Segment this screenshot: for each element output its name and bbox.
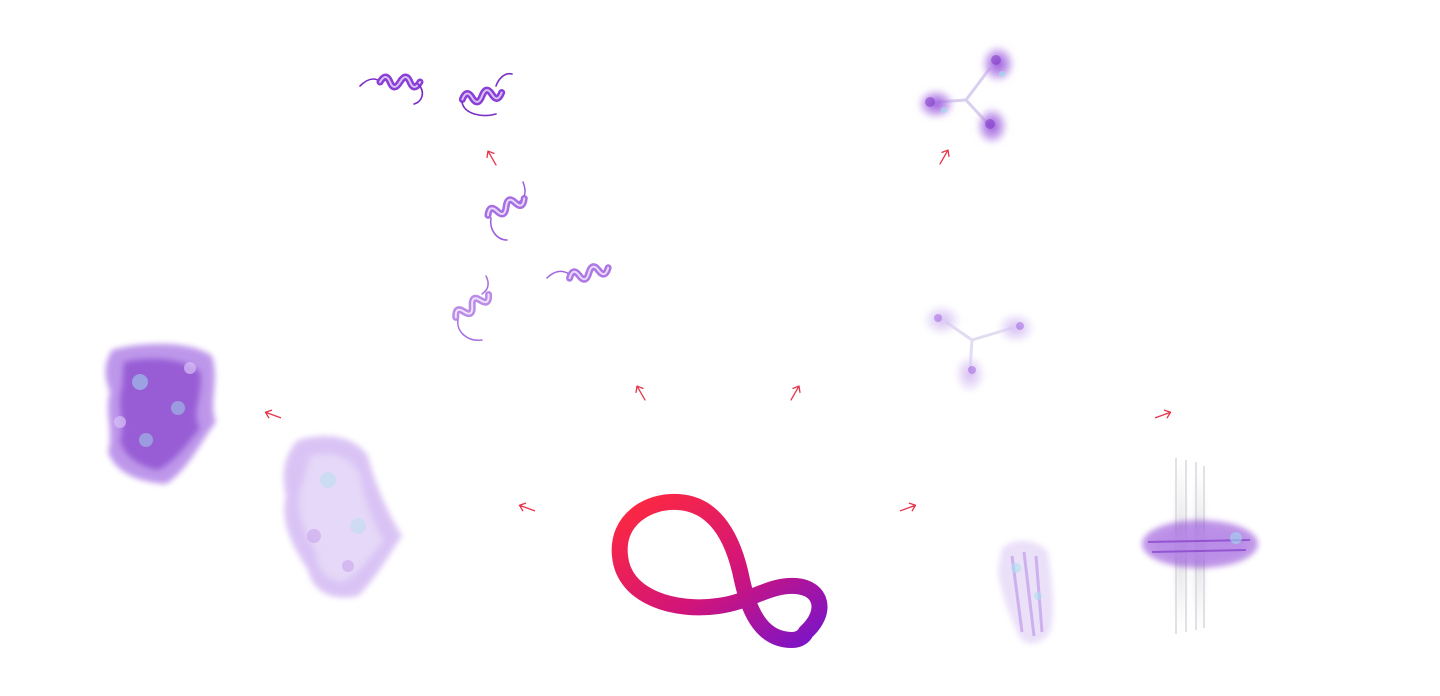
peptide-helix-icon <box>546 263 612 283</box>
peptide-helix-icon <box>359 73 424 105</box>
infinity-loop-logo-icon <box>611 493 828 648</box>
arrow-icon <box>899 502 917 512</box>
arrow-icon <box>790 385 801 401</box>
large-enzyme-complex-icon <box>283 436 402 598</box>
antibody-icon <box>922 304 1036 394</box>
peptide-helix-icon <box>458 72 513 117</box>
peptide-helix-icon <box>484 181 528 241</box>
arrow-icon <box>518 502 536 512</box>
arrow-icon <box>1154 409 1172 419</box>
antibody-icon <box>916 44 1016 146</box>
arrow-icon <box>486 150 497 166</box>
large-enzyme-complex-icon <box>105 343 216 484</box>
membrane-protein-icon <box>1142 454 1258 638</box>
arrow-icon <box>635 385 646 401</box>
membrane-protein-icon <box>998 540 1054 644</box>
peptide-helix-icon <box>452 275 493 341</box>
arrow-icon <box>939 149 950 165</box>
arrow-icon <box>264 409 282 419</box>
